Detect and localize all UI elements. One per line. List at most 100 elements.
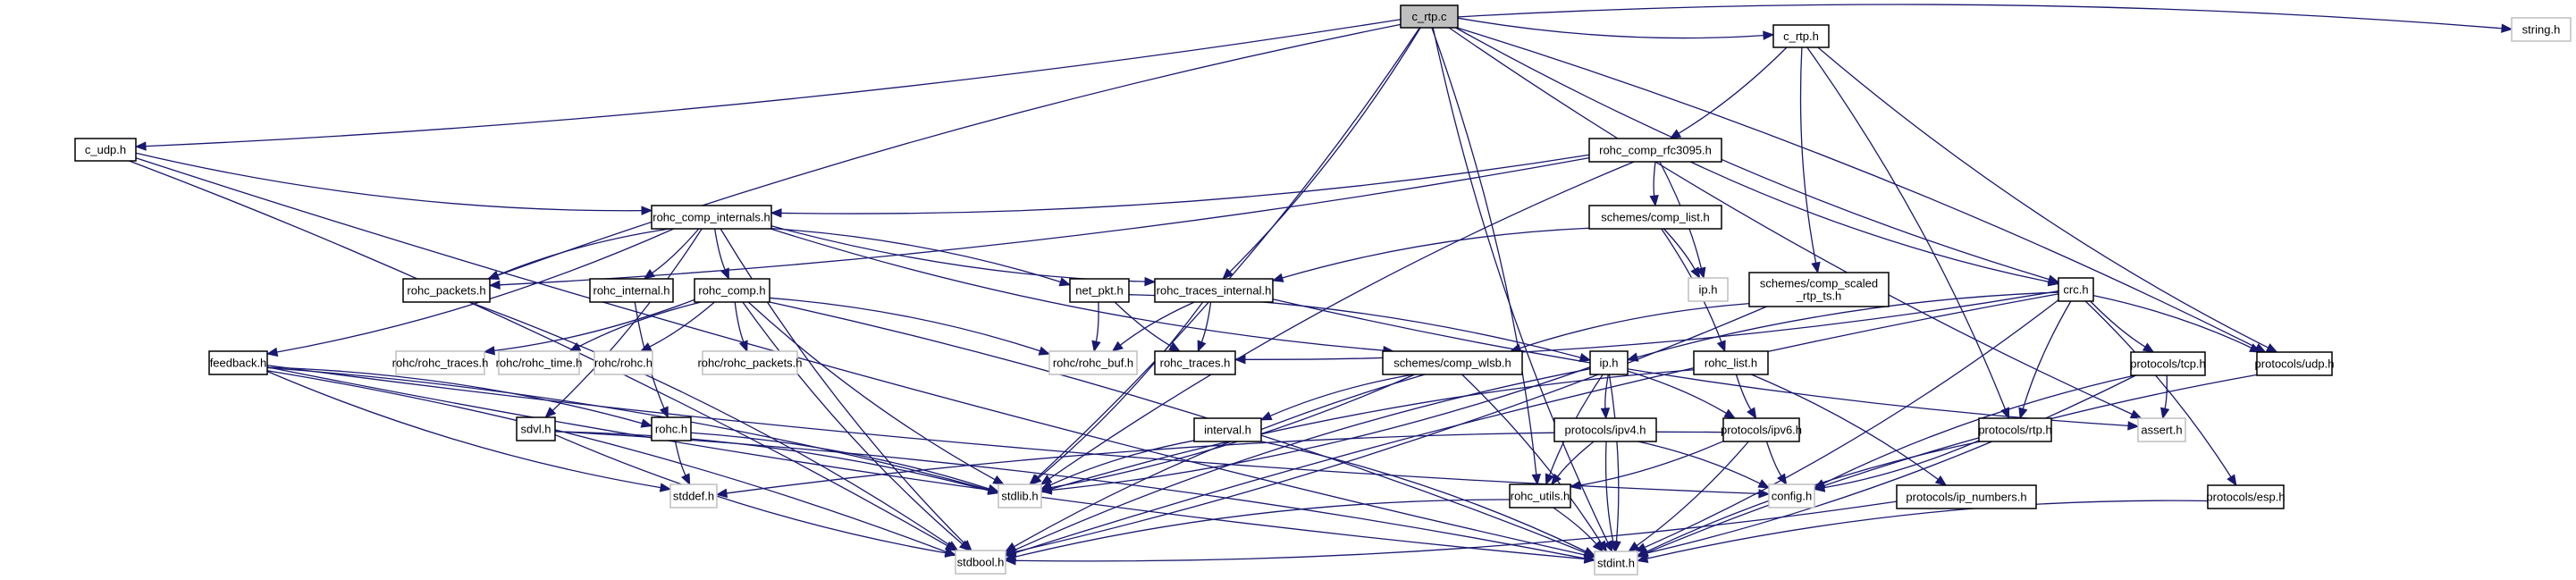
edge-c_rtp_h-to-protocols_udp_h <box>1817 46 2269 349</box>
node-schemes-comp-scaled-rtp-ts-h[interactable]: schemes/comp_scaled_rtp_ts.h <box>1748 272 1890 307</box>
node-schemes-comp-list-h[interactable]: schemes/comp_list.h <box>1588 205 1722 230</box>
node-rohc-list-h[interactable]: rohc_list.h <box>1693 350 1769 375</box>
node-protocols-ipv6-h[interactable]: protocols/ipv6.h <box>1721 417 1802 442</box>
node-protocols-rtp-h[interactable]: protocols/rtp.h <box>1978 417 2052 442</box>
arrowhead-protocols_ipv4_h-to-config_h <box>1757 479 1771 489</box>
edge-crc_h-to-stdbool_h <box>1014 293 2059 554</box>
edge-feedback_h-to-stddef_h <box>266 370 661 489</box>
node-rohc-internal-h[interactable]: rohc_internal.h <box>589 278 674 303</box>
arrowhead-c_rtp_h-to-rohc_comp_rfc3095_h <box>1669 129 1682 139</box>
node-protocols-ip-numbers-h[interactable]: protocols/ip_numbers.h <box>1896 484 2037 509</box>
edge-protocols_ipv4_h-to-rohc_utils_h <box>1557 441 1595 477</box>
edge-rohc_comp_rfc3095_h-to-stdlib_h <box>1048 161 1635 480</box>
arrowhead-crc_h-to-ip_h <box>1626 352 1639 362</box>
arrowhead-protocols_ipv4_h-to-stdint_h <box>1608 540 1618 553</box>
node-ip-h-ext: ip.h <box>1688 277 1729 302</box>
node-feedback-h[interactable]: feedback.h <box>208 350 268 375</box>
node-c-rtp-h[interactable]: c_rtp.h <box>1772 24 1830 48</box>
arrowhead-protocols_ipv6_h-to-rohc_utils_h <box>1569 480 1582 491</box>
edge-rohc_h-to-stdlib_h <box>690 432 989 490</box>
edge-rohc_comp_h-to-stdbool_h <box>742 301 964 545</box>
arrowhead-rohc_list_h-to-protocols_ip_numbers_h <box>1934 475 1948 486</box>
node-box <box>1589 350 1629 375</box>
node-ip-h[interactable]: ip.h <box>1589 350 1629 375</box>
edge-sdvl_h-to-stdint_h <box>554 431 1586 559</box>
node-protocols-tcp-h[interactable]: protocols/tcp.h <box>2130 351 2206 376</box>
node-protocols-esp-h[interactable]: protocols/esp.h <box>2206 484 2286 509</box>
node-c-rtp-c[interactable]: c_rtp.c <box>1400 4 1459 29</box>
arrowhead-rohc_comp_h-to-stdlib_h <box>992 475 1005 485</box>
node-label: protocols/rtp.h <box>1978 424 2051 437</box>
node-rohc-comp-rfc3095-h[interactable]: rohc_comp_rfc3095.h <box>1588 138 1722 163</box>
node-protocols-udp-h[interactable]: protocols/udp.h <box>2255 351 2335 376</box>
node-label: c_rtp.h <box>1783 29 1819 43</box>
edge-ip_h-to-protocols_ipv4_h <box>1604 374 1609 409</box>
node-box <box>1193 417 1262 442</box>
node-label: schemes/comp_wlsb.h <box>1393 357 1511 370</box>
edge-schemes_comp_wlsb_h-to-stdint_h <box>1461 374 1603 544</box>
arrowhead-protocols_ip_numbers_h-to-stdbool_h <box>1004 556 1016 566</box>
node-box <box>1896 484 2037 509</box>
node-box <box>1588 138 1722 163</box>
node-box <box>694 278 770 303</box>
edge-protocols_ipv4_h-to-stdint_h <box>1604 441 1614 542</box>
edge-protocols_udp_h-to-stdint_h <box>1646 374 2258 554</box>
edge-rohc_utils_h-to-stdbool_h <box>1014 499 1511 558</box>
edge-rohc_comp_rfc3095_h-to-crc_h <box>1689 161 2050 282</box>
node-assert-h: assert.h <box>2137 417 2186 442</box>
edge-rohc_utils_h-to-stdint_h <box>1553 507 1597 545</box>
node-c-udp-h[interactable]: c_udp.h <box>74 138 137 162</box>
edge-rohc_comp_rfc3095_h-to-rohc_packets_h <box>499 156 1590 286</box>
node-label: rohc_internal.h <box>593 284 670 298</box>
node-box <box>1693 350 1769 375</box>
node-box <box>1048 350 1138 375</box>
node-label: stddef.h <box>673 490 714 503</box>
node-schemes-comp-wlsb-h[interactable]: schemes/comp_wlsb.h <box>1382 350 1523 375</box>
node-rohc-traces-h[interactable]: rohc_traces.h <box>1154 350 1236 375</box>
arrowhead-rohc_comp_rfc3095_h-to-crc_h <box>2047 277 2060 287</box>
node-box <box>498 350 580 375</box>
node-interval-h[interactable]: interval.h <box>1193 417 1262 442</box>
arrowhead-crc_h-to-protocols_esp_h <box>2227 474 2237 487</box>
node-label: rohc_traces.h <box>1160 357 1231 370</box>
node-box <box>702 350 798 375</box>
node-label: string.h <box>2522 23 2561 37</box>
edge-protocols_esp_h-to-stdint_h <box>1646 500 2209 559</box>
node-label: crc.h <box>2063 283 2088 297</box>
arrowhead-c_rtp_c-to-rohc_utils_h <box>1531 474 1541 486</box>
node-crc-h[interactable]: crc.h <box>2058 277 2094 302</box>
node-protocols-ipv4-h[interactable]: protocols/ipv4.h <box>1553 417 1657 442</box>
edge-crc_h-to-rohc_traces_h <box>1244 290 2059 360</box>
node-rohc-utils-h[interactable]: rohc_utils.h <box>1509 483 1571 509</box>
arrowhead-rohc_comp_internals_h-to-net_pkt_h <box>1058 277 1072 287</box>
arrowhead-rohc_comp_h-to-stdbool_h <box>958 540 972 551</box>
arrowhead-feedback_h-to-stddef_h <box>659 483 672 492</box>
node-label: feedback.h <box>210 357 267 370</box>
node-sdvl-h[interactable]: sdvl.h <box>516 416 556 441</box>
node-rohc-comp-h[interactable]: rohc_comp.h <box>694 278 770 303</box>
edge-rohc_list_h-to-stdlib_h <box>1050 369 1695 490</box>
node-rohc-traces-internal-h[interactable]: rohc_traces_internal.h <box>1154 278 1274 303</box>
node-box <box>1748 272 1890 307</box>
edge-c_rtp_h-to-schemes_comp_scaled_rtp_ts_h <box>1799 46 1817 264</box>
node-rohc-rohc-h: rohc/rohc.h <box>593 350 653 375</box>
node-stdlib-h: stdlib.h <box>998 483 1042 509</box>
node-box <box>516 416 556 441</box>
node-net-pkt-h[interactable]: net_pkt.h <box>1069 278 1130 303</box>
edge-protocols_ipv6_h-to-rohc_utils_h <box>1579 441 1724 486</box>
node-rohc-h[interactable]: rohc.h <box>651 416 692 441</box>
node-label: ip.h <box>1699 283 1718 297</box>
edge-rohc_comp_internals_h-to-rohc_comp_h <box>714 228 726 271</box>
arrowhead-c_rtp_h-to-schemes_comp_scaled_rtp_ts_h <box>1811 261 1821 274</box>
arrowhead-rohc_traces_internal_h-to-assert_h <box>2127 421 2140 431</box>
edge-rohc_traces_internal_h-to-assert_h <box>1272 298 2129 427</box>
node-rohc-packets-h[interactable]: rohc_packets.h <box>402 278 491 303</box>
node-rohc-comp-internals-h[interactable]: rohc_comp_internals.h <box>651 205 772 230</box>
arrowhead-rohc_comp_internals_h-to-rohc_internal_h <box>643 269 656 280</box>
edge-c_rtp_c-to-c_udp_h <box>145 19 1402 147</box>
node-box <box>1772 24 1830 48</box>
node-box <box>2207 484 2285 509</box>
node-label: rohc/rohc_time.h <box>496 357 583 370</box>
edge-rohc_comp_internals_h-to-schemes_comp_wlsb_h <box>770 228 1384 351</box>
arrowhead-protocols_ipv6_h-to-stddef_h <box>715 488 728 499</box>
